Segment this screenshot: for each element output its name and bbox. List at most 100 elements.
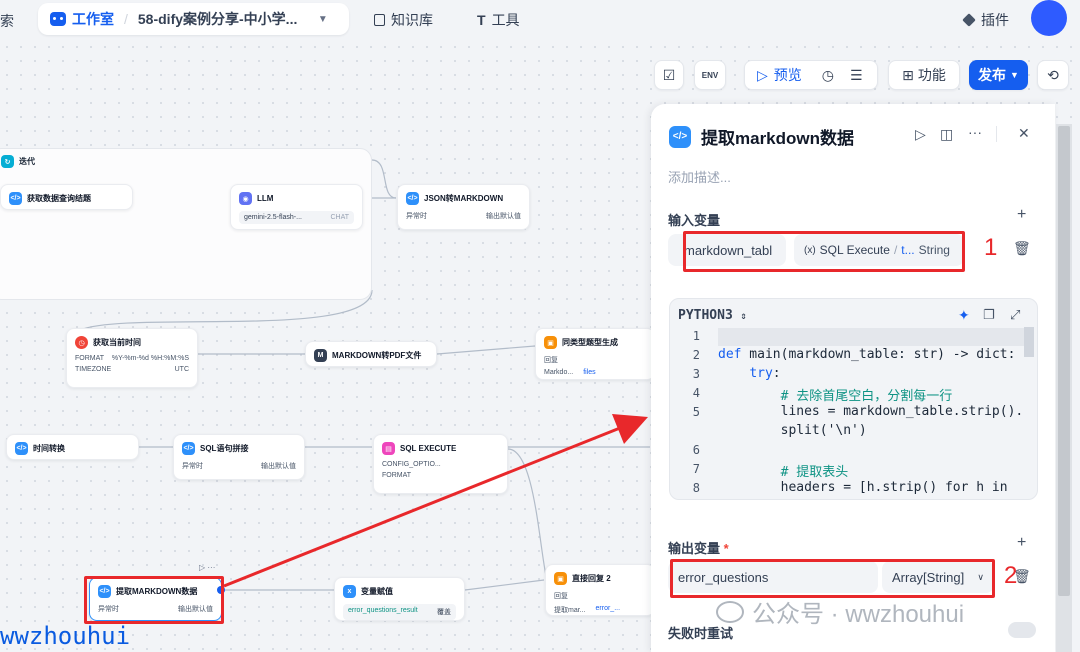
features-button[interactable]: ⊞ 功能	[888, 60, 960, 90]
nav-knowledge-label: 知识库	[391, 12, 433, 28]
divider	[996, 126, 997, 142]
robot-icon	[50, 12, 66, 26]
code-icon: </>	[9, 192, 22, 205]
format-label: FORMAT	[75, 355, 105, 362]
node-extract-md[interactable]: </>提取MARKDOWN数据 异常时输出默认值	[89, 577, 222, 621]
line-number: 4	[692, 386, 700, 400]
node-reply2[interactable]: ▣直接回复 2 回复 提取mar...error_...	[545, 564, 655, 616]
copy-icon[interactable]: ❐	[983, 307, 995, 322]
preview-button[interactable]: 预览	[773, 67, 802, 83]
model-name: gemini-2.5-flash-...	[244, 214, 302, 221]
env-button[interactable]: ENV	[694, 60, 726, 90]
node-llm[interactable]: ◉LLM gemini-2.5-flash-...CHAT	[230, 184, 363, 230]
output-var-name-field[interactable]: error_questions	[668, 561, 878, 593]
timezone-value: UTC	[174, 366, 189, 373]
chevron-down-icon[interactable]: ▼	[317, 13, 328, 25]
code-line: lines = markdown_table.strip().	[718, 404, 1024, 419]
expand-icon[interactable]: ⤢	[1010, 307, 1021, 322]
source-var: t...	[901, 243, 915, 257]
language-label: PYTHON3	[678, 308, 733, 323]
nav-plugins[interactable]: 插件	[962, 10, 1009, 30]
code-line: # 去除首尾空白，分割每一行	[718, 389, 953, 404]
node-title: 时间转换	[33, 444, 65, 453]
panel-title[interactable]: 提取markdown数据	[701, 129, 855, 148]
active-line-highlight	[718, 328, 1024, 346]
watermark: 公众号 · wwzhouhui	[716, 594, 964, 629]
run-icon[interactable]: ▷	[915, 126, 926, 142]
node-title: JSON转MARKDOWN	[424, 194, 504, 203]
clock-icon: ⟲	[1047, 66, 1059, 83]
timezone-label: TIMEZONE	[75, 366, 112, 373]
node-get-data[interactable]: </> 获取数据查询结题	[0, 184, 133, 210]
description-input[interactable]: 添加描述...	[668, 170, 731, 185]
code-icon: </>	[182, 442, 195, 455]
node-mini-toolbar[interactable]: ▷ ···	[199, 563, 216, 572]
iteration-header: ↻ 迭代	[1, 155, 35, 168]
book-open-icon[interactable]: ◫	[940, 126, 954, 142]
annotation-number-2: 2	[1004, 562, 1018, 589]
trash-icon[interactable]: 🗑	[1013, 568, 1031, 584]
node-title: MARKDOWN转PDF文件	[332, 351, 422, 360]
add-output-icon[interactable]: +	[1017, 534, 1027, 551]
workspace-link[interactable]: 工作室	[50, 9, 114, 29]
input-var-source-selector[interactable]: (x) SQL Execute / t... String	[794, 234, 964, 266]
source-sep: /	[893, 243, 898, 257]
avatar[interactable]	[1031, 0, 1067, 36]
grid-icon: ⊞	[902, 66, 914, 83]
search-label[interactable]: 索	[0, 13, 14, 29]
node-json-md[interactable]: </>JSON转MARKDOWN 异常时输出默认值	[397, 184, 530, 230]
format-value: %Y-%m-%d %H:%M:%S	[111, 355, 189, 362]
code-line: headers = [h.strip() for h in	[718, 480, 1008, 495]
output-type-select[interactable]: Array[String] ∨	[882, 561, 994, 593]
nav-tools[interactable]: T 工具	[477, 10, 520, 30]
reply-icon: ▣	[544, 336, 557, 349]
node-title: 变量赋值	[361, 587, 393, 596]
play-icon: ▷	[757, 66, 768, 83]
watermark-handle: wwzhouhui	[0, 622, 131, 650]
node-sql-concat[interactable]: </>SQL语句拼接 异常时输出默认值	[173, 434, 305, 480]
line-number: 8	[692, 481, 700, 495]
close-icon[interactable]: ✕	[1018, 125, 1030, 141]
nav-knowledge[interactable]: 知识库	[374, 10, 433, 30]
history-button[interactable]: ⟲	[1037, 60, 1069, 90]
history-run-icon[interactable]: ◷	[821, 66, 834, 83]
list-icon[interactable]: ☰	[850, 66, 863, 83]
error-value: 输出默认值	[261, 463, 296, 470]
nav-tools-label: 工具	[491, 12, 520, 28]
panel-scrollbar-thumb[interactable]	[1058, 126, 1070, 596]
input-var-name-field[interactable]: markdown_tabl	[668, 234, 786, 266]
var-chip: Markdo...	[544, 369, 574, 376]
more-icon[interactable]: ···	[968, 124, 982, 140]
retry-toggle[interactable]	[1008, 622, 1036, 638]
line-number: 5	[692, 405, 700, 419]
trash-icon[interactable]: 🗑	[1013, 240, 1031, 256]
node-sql-exec[interactable]: ▤SQL EXECUTE CONFIG_OPTIO... FORMAT	[373, 434, 508, 494]
brain-icon: ◉	[239, 192, 252, 205]
checklist-button[interactable]: ☑	[654, 60, 684, 90]
node-similar[interactable]: ▣同类型题型生成 回复 Markdo...files	[535, 328, 655, 380]
sparkle-icon[interactable]: ✦	[958, 307, 970, 323]
top-bar: 索 工作室 / 58-dify案例分享-中小学... ▼ 知识库 T 工具 插件	[0, 0, 1080, 40]
node-title: 获取数据查询结题	[27, 194, 91, 203]
env-label: ENV	[701, 70, 719, 80]
editor-scrollbar[interactable]	[1024, 327, 1034, 357]
node-title: SQL EXECUTE	[400, 444, 457, 453]
language-selector[interactable]: PYTHON3 ⇕	[678, 308, 747, 323]
add-input-icon[interactable]: +	[1017, 206, 1027, 223]
variable-icon: x	[343, 585, 356, 598]
hammer-icon: T	[477, 12, 486, 28]
config-label: CONFIG_OPTIO...	[382, 461, 441, 468]
code-icon: </>	[98, 585, 111, 598]
code-line: try:	[749, 366, 781, 381]
check-icon: ☑	[662, 66, 676, 83]
node-time-convert[interactable]: </>时间转换	[6, 434, 139, 460]
retry-label: 失败时重试	[668, 626, 734, 641]
publish-button[interactable]: 发布 ▼	[969, 60, 1028, 90]
model-chip: gemini-2.5-flash-...CHAT	[239, 211, 354, 224]
book-icon	[374, 14, 385, 26]
node-get-time[interactable]: ◷获取当前时间 FORMAT%Y-%m-%d %H:%M:%S TIMEZONE…	[66, 328, 198, 388]
connection-handle[interactable]	[217, 586, 225, 594]
